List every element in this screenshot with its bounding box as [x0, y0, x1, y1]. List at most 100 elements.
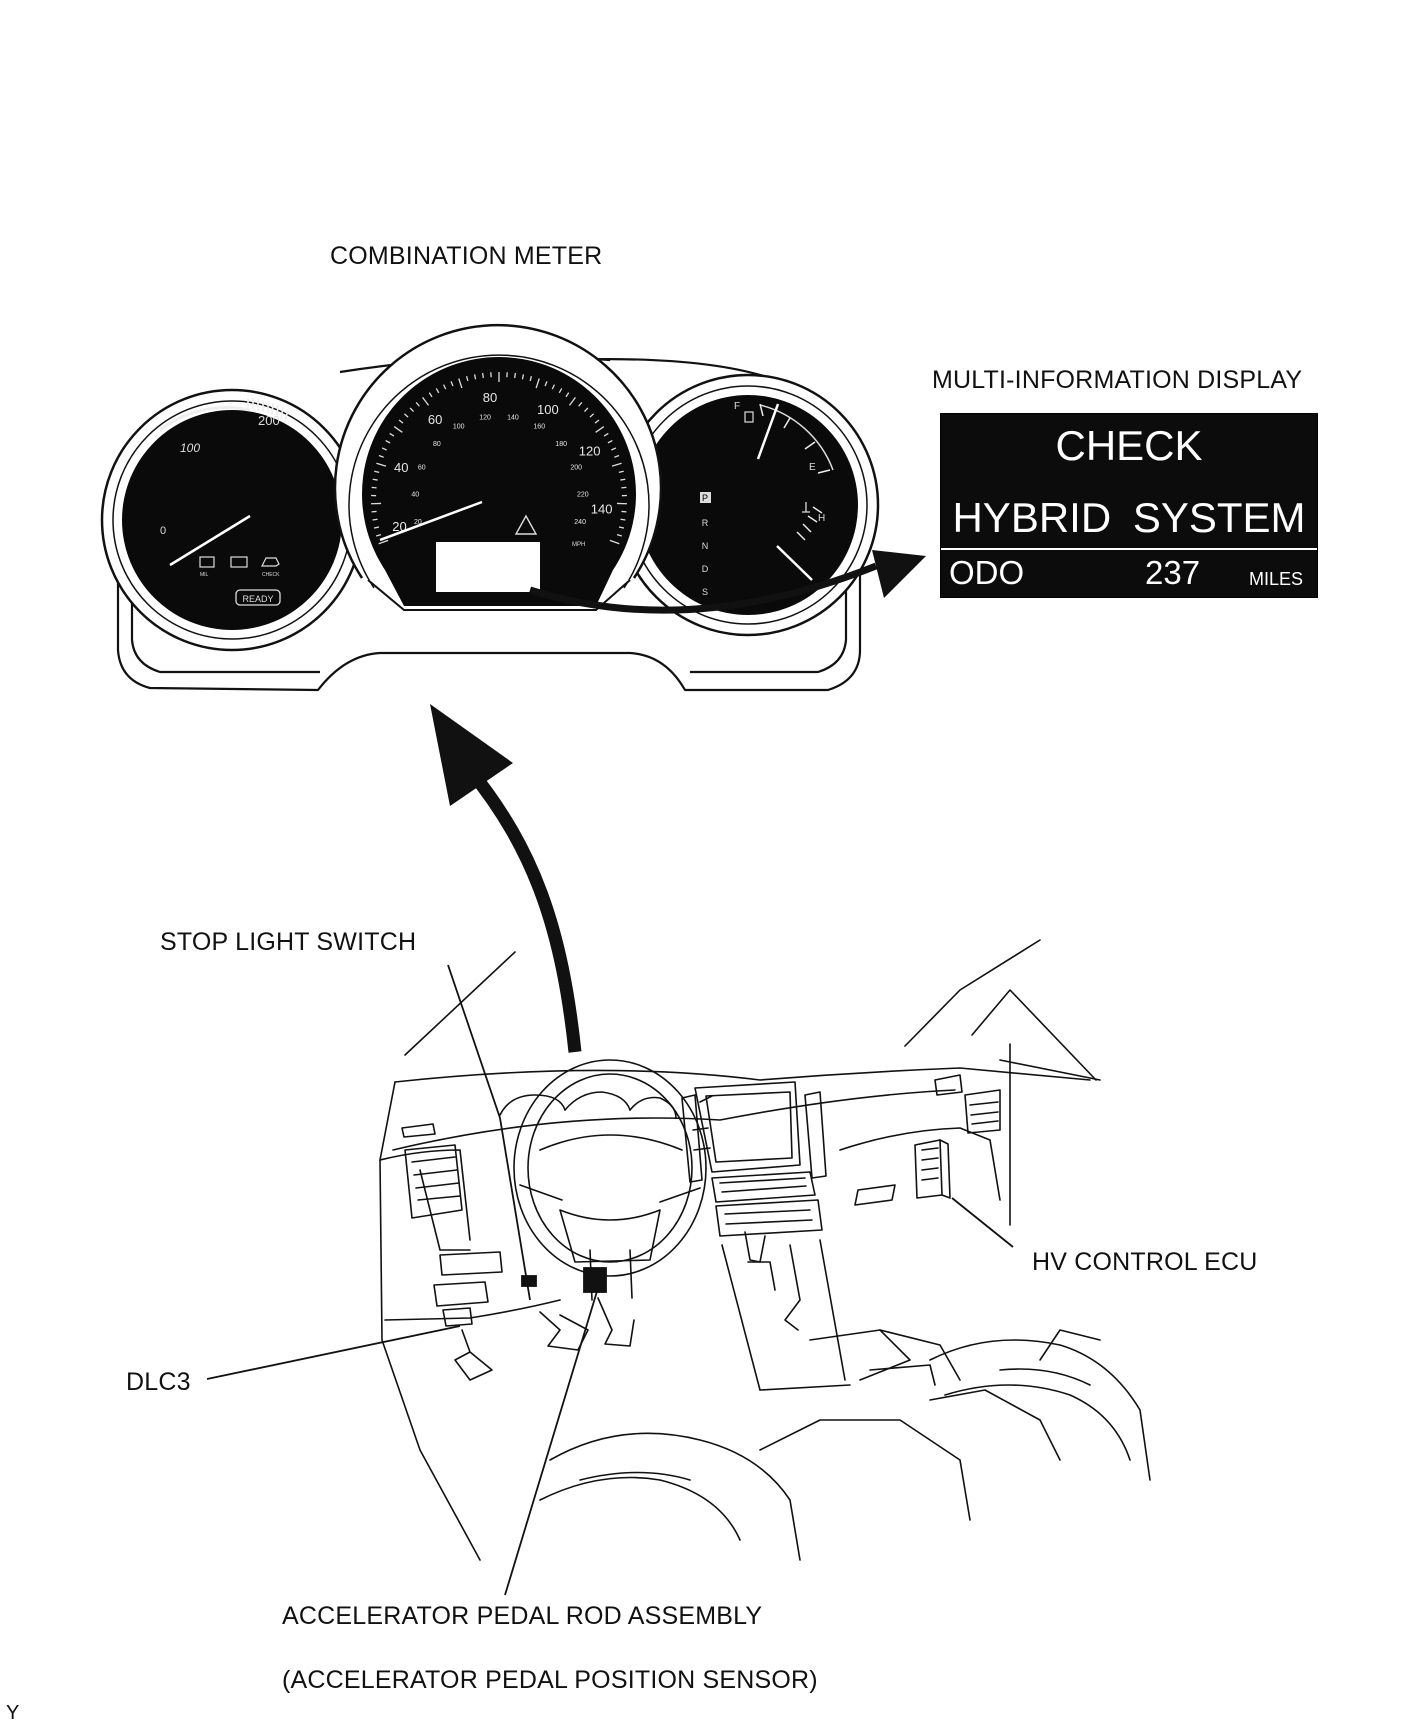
accelerator-pedal-leader: [504, 1287, 599, 1596]
speedometer-kmh-label: 80: [433, 441, 441, 448]
accelerator-pedal-sensor-part: [583, 1267, 607, 1293]
speedometer-kmh-label: 20: [414, 519, 422, 526]
speedometer-tick: [611, 462, 622, 467]
big-arrow-head: [430, 704, 513, 806]
speedometer-tick: [372, 478, 378, 481]
shift-r: R: [702, 518, 709, 528]
speedometer-tick: [428, 392, 433, 398]
multi-information-display-label: MULTI-INFORMATION DISPLAY: [932, 366, 1303, 394]
speedometer-tick: [473, 374, 477, 380]
stop-light-switch-leader: [447, 964, 531, 1301]
speedometer-tick: [578, 402, 583, 407]
speedometer-tick: [616, 533, 623, 537]
callout-arrow-head: [872, 550, 926, 598]
speedometer-tick: [611, 447, 617, 451]
display-line-hybrid-system: HYBRID SYSTEM: [952, 494, 1306, 541]
speedometer-tick: [607, 439, 613, 444]
speedometer-tick: [378, 454, 384, 458]
speedometer-tick: [385, 439, 391, 444]
speedometer-kmh-label: 160: [533, 424, 545, 431]
power-meter-hatch: [247, 398, 289, 422]
charge-warning-icon: [230, 556, 248, 568]
fuel-temp-gauge: F E H P R N D S: [616, 373, 880, 637]
speedometer-tick: [458, 378, 463, 389]
power-meter-scale-arc: [159, 406, 251, 432]
speedometer-kmh-label: 220: [577, 491, 589, 498]
stop-light-switch-label: STOP LIGHT SWITCH: [160, 928, 417, 956]
speedometer-tick: [442, 384, 447, 390]
accelerator-pedal-rod-assembly-label: ACCELERATOR PEDAL ROD ASSEMBLY: [282, 1602, 763, 1630]
combination-meter-label: COMBINATION METER: [330, 242, 603, 270]
check-label: CHECK: [262, 572, 280, 578]
speedometer-mph-scale: 20 40 60 80 100 120 140: [392, 390, 612, 534]
speedometer-tick: [565, 392, 570, 398]
mil-label: MIL: [200, 572, 209, 578]
speedometer-tick: [415, 402, 420, 407]
temp-needle: [776, 545, 813, 581]
speedometer-tick: [376, 462, 387, 467]
shift-s: S: [702, 587, 708, 597]
speedometer-tick: [521, 374, 525, 380]
speedometer-tick: [374, 470, 380, 473]
fuel-needle: [756, 403, 780, 460]
callout-arrow-shaft: [528, 562, 878, 614]
speedometer-tick: [551, 384, 556, 390]
speedometer-tick: [465, 376, 469, 382]
speedometer-tick: [568, 396, 576, 406]
speedometer-kmh-label: 240: [574, 519, 586, 526]
speedometer-tick: [558, 388, 563, 394]
speedometer-mph-label: 120: [579, 444, 601, 459]
speedometer-kmh-label: 100: [453, 424, 465, 431]
speedometer-tick: [378, 539, 389, 545]
fuel-pump-icon: [744, 411, 754, 423]
speedometer-kmh-label: 180: [555, 441, 567, 448]
power-meter-gauge: 100 200 0 MIL CHECK READY: [100, 388, 364, 652]
master-warning-icon: [514, 514, 538, 535]
speedometer-tick: [375, 533, 382, 537]
display-odo-label: ODO: [949, 554, 1025, 591]
speedometer-tick: [544, 381, 548, 387]
big-arrow-shaft: [464, 765, 582, 1053]
speedometer-needle: [379, 500, 483, 542]
vehicle-interior-drawing: [379, 939, 1151, 1561]
speedometer-tick: [435, 388, 440, 394]
hv-control-ecu-label: HV CONTROL ECU: [1032, 1248, 1258, 1276]
speedometer-tick: [482, 372, 484, 379]
speedometer-tick: [514, 372, 516, 379]
display-line-check: CHECK: [1055, 422, 1203, 469]
speedometer-tick: [589, 413, 595, 418]
speedometer-tick: [595, 426, 605, 433]
speedometer-tick: [614, 454, 620, 458]
power-tick-0: 0: [160, 525, 166, 537]
speedometer-tick: [594, 419, 600, 424]
speedometer-tick: [373, 526, 380, 529]
speedometer-mph-label: 140: [591, 502, 613, 517]
speedometer-kmh-label: 60: [418, 464, 426, 471]
speedometer-tick: [583, 407, 589, 412]
speedometer-tick: [372, 518, 378, 521]
speedometer-tick: [403, 413, 409, 418]
power-tick-100: 100: [180, 441, 200, 455]
corner-code-label: Y: [6, 1702, 20, 1724]
speedometer-kmh-label: 40: [411, 491, 419, 498]
power-tick-200: 200: [258, 413, 280, 428]
speedometer-tick: [535, 378, 540, 389]
display-odo-unit: MILES: [1248, 569, 1303, 589]
shift-p-box: [700, 492, 711, 503]
speedometer-mph-label: 100: [537, 402, 559, 417]
battery-warning-icon: [199, 556, 215, 568]
shift-n: N: [702, 541, 709, 551]
speedometer-tick: [389, 432, 395, 437]
ready-indicator: [235, 589, 281, 606]
accelerator-pedal-position-sensor-label: (ACCELERATOR PEDAL POSITION SENSOR): [282, 1666, 818, 1694]
display-odo-value: 237: [1145, 554, 1201, 591]
speedometer-kmh-label: 120: [479, 415, 491, 422]
dlc3-label: DLC3: [126, 1368, 191, 1396]
speedometer-unit: MPH: [572, 542, 585, 548]
multi-information-display-panel: CHECK HYBRID SYSTEM ODO 237 MILES: [940, 413, 1318, 598]
hv-control-ecu-leader: [951, 1197, 1014, 1248]
speedometer-tick: [618, 526, 625, 529]
fuel-empty-label: E: [809, 462, 816, 473]
